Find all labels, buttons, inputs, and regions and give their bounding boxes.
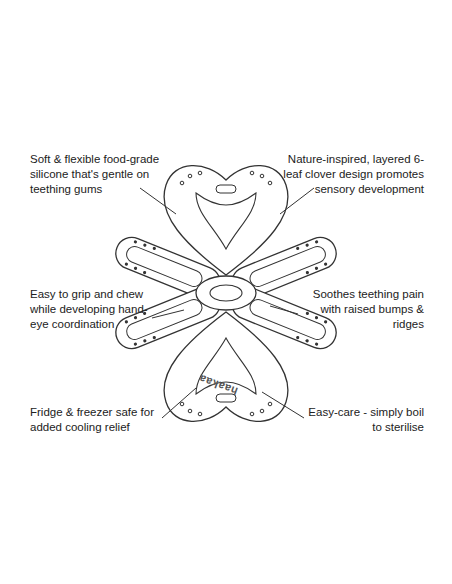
feature-note: Soft & flexible food-grade silicone that…: [30, 152, 180, 197]
feature-note: Fridge & freezer safe for added cooling …: [30, 405, 180, 435]
feature-note: Easy to grip and chew while developing h…: [30, 287, 155, 332]
leader-line: [140, 188, 314, 418]
feature-note: Soothes teething pain with raised bumps …: [302, 287, 424, 332]
feature-note: Easy-care - simply boil to sterilise: [300, 405, 424, 435]
feature-note: Nature-inspired, layered 6-leaf clover d…: [282, 152, 424, 197]
